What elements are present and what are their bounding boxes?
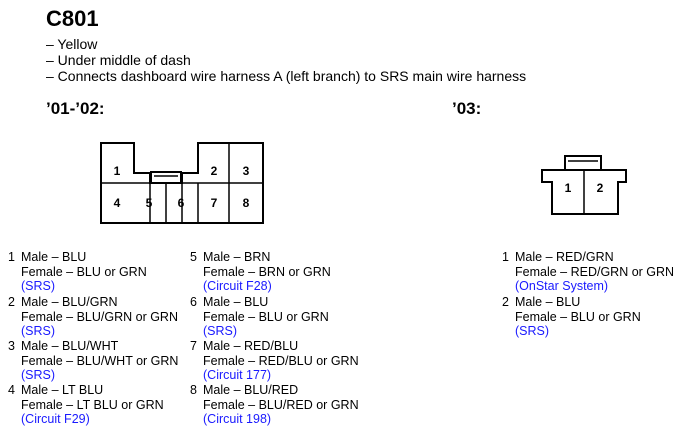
variant-label-03: ’03: [452, 99, 482, 118]
pin-female-wire: Female – BLU or GRN [515, 309, 641, 324]
cavity-label-2: 2 [597, 181, 604, 195]
pin-entry-1: 1 Male – BLU Female – BLU or GRN (SRS) [8, 250, 147, 294]
pin-female-wire: Female – BLU/WHT or GRN [21, 353, 179, 368]
pin-male-wire: Male – LT BLU [21, 383, 104, 397]
pin-female-wire: Female – BRN or GRN [203, 264, 331, 279]
pin-entry-3: 3 Male – BLU/WHT Female – BLU/WHT or GRN… [8, 339, 178, 383]
connector-8pin-diagram: 1 2 3 4 5 6 7 8 [100, 142, 264, 224]
pin-number: 7 [190, 339, 197, 353]
pin-circuit-note: (Circuit 198) [203, 412, 272, 427]
pin-male-wire: Male – BLU [21, 250, 87, 264]
pin-number: 1 [8, 250, 15, 264]
pin-circuit-note: (SRS) [21, 368, 56, 383]
pin-male-wire: Male – BLU/RED [203, 383, 299, 397]
pin-circuit-note: (Circuit F28) [203, 279, 272, 294]
cavity-label-2: 2 [211, 164, 218, 178]
pin-entry-03-1: 1 Male – RED/GRN Female – RED/GRN or GRN… [502, 250, 674, 294]
pin-male-wire: Male – BLU [203, 295, 269, 309]
detail-location: – Under middle of dash [46, 52, 191, 68]
pin-number: 5 [190, 250, 197, 264]
pin-male-wire: Male – BLU/WHT [21, 339, 119, 353]
cavity-label-4: 4 [114, 196, 121, 210]
detail-connection: – Connects dashboard wire harness A (lef… [46, 68, 527, 84]
pin-male-wire: Male – RED/BLU [203, 339, 299, 353]
pin-number: 8 [190, 383, 197, 397]
variant-label-01-02: ’01-’02: [46, 99, 105, 118]
connector-title: C801 [46, 6, 99, 31]
pin-circuit-note: (SRS) [21, 279, 56, 294]
pin-number: 2 [502, 295, 509, 309]
pin-female-wire: Female – BLU or GRN [203, 309, 329, 324]
pin-entry-6: 6 Male – BLU Female – BLU or GRN (SRS) [190, 295, 329, 339]
pin-circuit-note: (Circuit F29) [21, 412, 90, 427]
detail-color: – Yellow [46, 36, 98, 52]
connector-2pin-diagram: 1 2 [541, 155, 627, 215]
pin-female-wire: Female – BLU/GRN or GRN [21, 309, 178, 324]
cavity-label-1: 1 [565, 181, 572, 195]
cavity-label-1: 1 [114, 164, 121, 178]
pin-circuit-note: (OnStar System) [515, 279, 609, 294]
pin-male-wire: Male – BRN [203, 250, 271, 264]
pin-entry-8: 8 Male – BLU/RED Female – BLU/RED or GRN… [190, 383, 359, 427]
pin-number: 4 [8, 383, 15, 397]
pin-female-wire: Female – BLU/RED or GRN [203, 397, 359, 412]
pin-entry-4: 4 Male – LT BLU Female – LT BLU or GRN (… [8, 383, 164, 427]
pin-male-wire: Male – BLU/GRN [21, 295, 118, 309]
cavity-label-3: 3 [243, 164, 250, 178]
pin-female-wire: Female – BLU or GRN [21, 264, 147, 279]
pin-number: 3 [8, 339, 15, 353]
pin-entry-7: 7 Male – RED/BLU Female – RED/BLU or GRN… [190, 339, 359, 383]
pin-circuit-note: (SRS) [515, 324, 550, 339]
pin-entry-2: 2 Male – BLU/GRN Female – BLU/GRN or GRN… [8, 295, 178, 339]
pin-entry-5: 5 Male – BRN Female – BRN or GRN (Circui… [190, 250, 331, 294]
cavity-label-8: 8 [243, 196, 250, 210]
cavity-label-7: 7 [211, 196, 218, 210]
cavity-label-5: 5 [146, 196, 153, 210]
pin-number: 6 [190, 295, 197, 309]
pin-female-wire: Female – LT BLU or GRN [21, 397, 164, 412]
pin-female-wire: Female – RED/GRN or GRN [515, 264, 675, 279]
pin-male-wire: Male – BLU [515, 295, 581, 309]
pin-entry-03-2: 2 Male – BLU Female – BLU or GRN (SRS) [502, 295, 641, 339]
pin-circuit-note: (SRS) [203, 324, 238, 339]
pin-number: 1 [502, 250, 509, 264]
pin-number: 2 [8, 295, 15, 309]
pin-female-wire: Female – RED/BLU or GRN [203, 353, 359, 368]
cavity-label-6: 6 [178, 196, 185, 210]
pin-circuit-note: (SRS) [21, 324, 56, 339]
pin-male-wire: Male – RED/GRN [515, 250, 614, 264]
pin-circuit-note: (Circuit 177) [203, 368, 272, 383]
